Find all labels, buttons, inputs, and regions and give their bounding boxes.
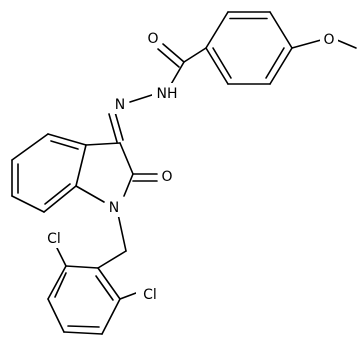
bond: [117, 213, 127, 252]
bond: [269, 11, 293, 49]
bond: [67, 325, 100, 328]
bond: [63, 331, 103, 335]
bond: [47, 265, 67, 300]
bond: [119, 292, 137, 300]
bond: [123, 173, 134, 197]
bond: [157, 48, 180, 68]
bond: [212, 47, 232, 79]
atom-labels: O O NH N O N Cl Cl: [40, 28, 338, 304]
bond: [205, 47, 229, 85]
bond: [108, 113, 118, 143]
atom-label-oxo-oxygen: O: [161, 169, 172, 185]
bond: [205, 11, 229, 49]
bond: [85, 142, 121, 146]
bond: [95, 275, 114, 301]
bond: [55, 245, 67, 267]
bond: [97, 250, 127, 269]
bond: [114, 111, 124, 141]
bond: [269, 47, 293, 85]
bond: [119, 142, 134, 175]
bonds: [11, 11, 357, 335]
bond: [11, 195, 45, 213]
bond: [336, 39, 357, 49]
bond: [44, 183, 71, 205]
atom-label-hydrazone-nitrogen: N: [115, 97, 125, 113]
bond: [47, 133, 87, 146]
bond: [101, 298, 121, 335]
atom-label-ring-nitrogen: N: [109, 200, 119, 216]
bond: [54, 272, 67, 298]
bond: [65, 265, 99, 269]
bond: [97, 267, 121, 300]
bond: [291, 39, 322, 49]
bond: [169, 61, 185, 87]
atom-label-chlorine-top: Cl: [47, 231, 61, 247]
bond: [75, 144, 87, 187]
atom-label-carbonyl-oxygen: O: [147, 31, 158, 47]
atom-label-methoxy-oxygen: O: [323, 32, 334, 48]
bond: [11, 133, 49, 161]
atom-label-chlorine-bottom: Cl: [143, 287, 157, 303]
bond: [50, 140, 79, 150]
bond: [265, 47, 285, 79]
atom-label-amide-nh: NH: [157, 86, 178, 102]
bond: [43, 185, 77, 213]
bond: [129, 93, 156, 103]
bond: [75, 185, 105, 203]
bond: [47, 298, 65, 333]
bond: [183, 47, 207, 63]
bond: [162, 43, 185, 63]
